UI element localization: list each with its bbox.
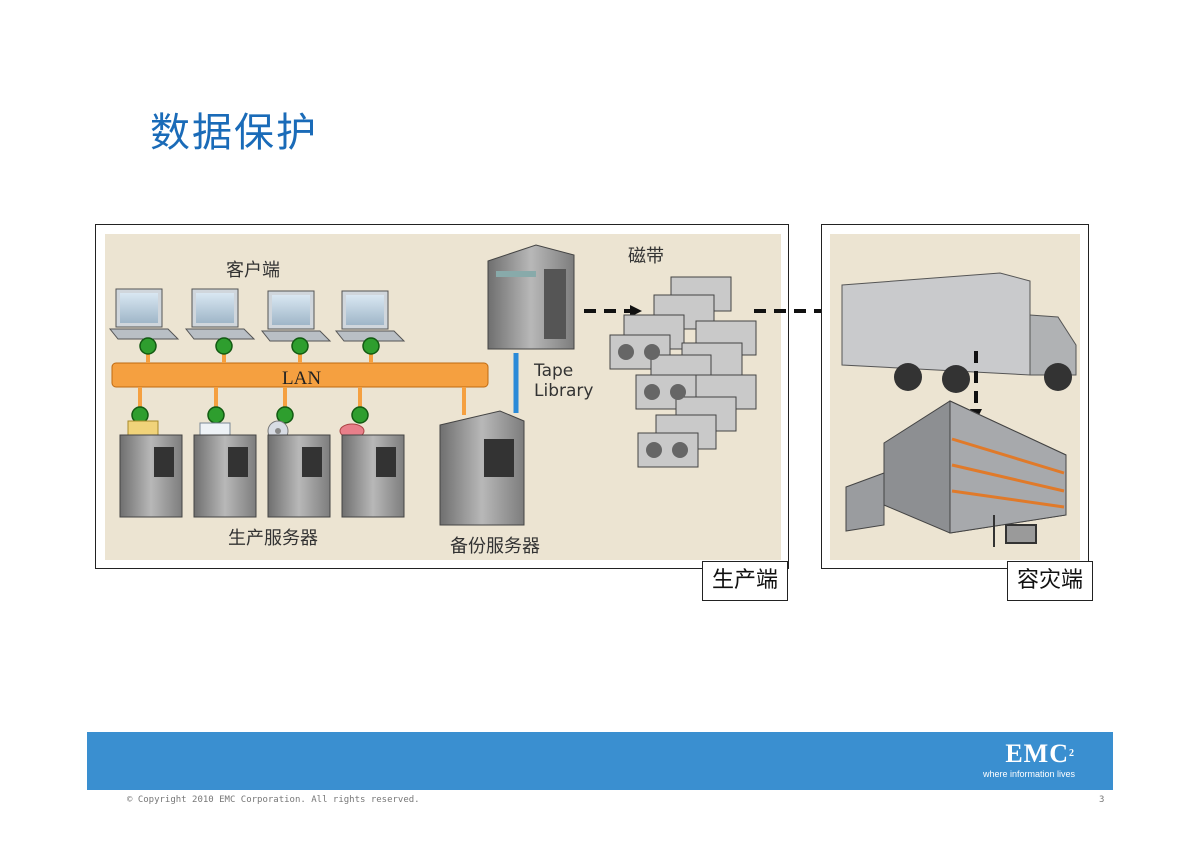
dr-site-panel bbox=[821, 224, 1089, 569]
tape-library bbox=[487, 244, 575, 350]
arrow-to-tapes bbox=[584, 305, 642, 317]
page-title: 数据保护 bbox=[150, 110, 318, 156]
tape-library-label-line2: Library bbox=[534, 381, 594, 401]
emc-logo: EMC2 where information lives bbox=[982, 739, 1075, 780]
client-computer-2 bbox=[184, 288, 256, 340]
backup-server bbox=[439, 410, 525, 526]
dr-diagram bbox=[830, 234, 1080, 560]
client-computers bbox=[108, 288, 406, 342]
client-computer-3 bbox=[260, 290, 332, 342]
page-number: 3 bbox=[1099, 795, 1105, 805]
forklift bbox=[993, 515, 1037, 547]
warehouse bbox=[845, 400, 1067, 534]
production-site-label: 生产端 bbox=[702, 561, 789, 601]
production-server-2 bbox=[193, 434, 257, 518]
production-diagram bbox=[105, 234, 781, 560]
footer-bar: EMC2 where information lives bbox=[87, 732, 1113, 790]
production-site-panel: 客户端 LAN 生产服务器 备份服务器 Tape Library 磁带 bbox=[95, 224, 789, 569]
tape-reels bbox=[618, 344, 688, 458]
production-servers-label: 生产服务器 bbox=[228, 528, 318, 549]
tape-library-label-line1: Tape bbox=[534, 361, 574, 381]
backup-server-label: 备份服务器 bbox=[450, 536, 540, 557]
lan-label: LAN bbox=[282, 368, 322, 389]
clients-label: 客户端 bbox=[226, 260, 280, 281]
tapes-label: 磁带 bbox=[628, 246, 664, 267]
tape-cartridges bbox=[609, 276, 757, 468]
production-server-1 bbox=[119, 434, 183, 518]
client-computer-4 bbox=[334, 290, 406, 342]
dr-site-label: 容灾端 bbox=[1007, 561, 1094, 601]
production-servers bbox=[119, 434, 405, 518]
production-server-4 bbox=[341, 434, 405, 518]
copyright-text: © Copyright 2010 EMC Corporation. All ri… bbox=[127, 795, 420, 805]
production-server-3 bbox=[267, 434, 331, 518]
lan-node-dots bbox=[131, 337, 380, 424]
client-computer-1 bbox=[108, 288, 180, 340]
truck bbox=[841, 272, 1077, 393]
